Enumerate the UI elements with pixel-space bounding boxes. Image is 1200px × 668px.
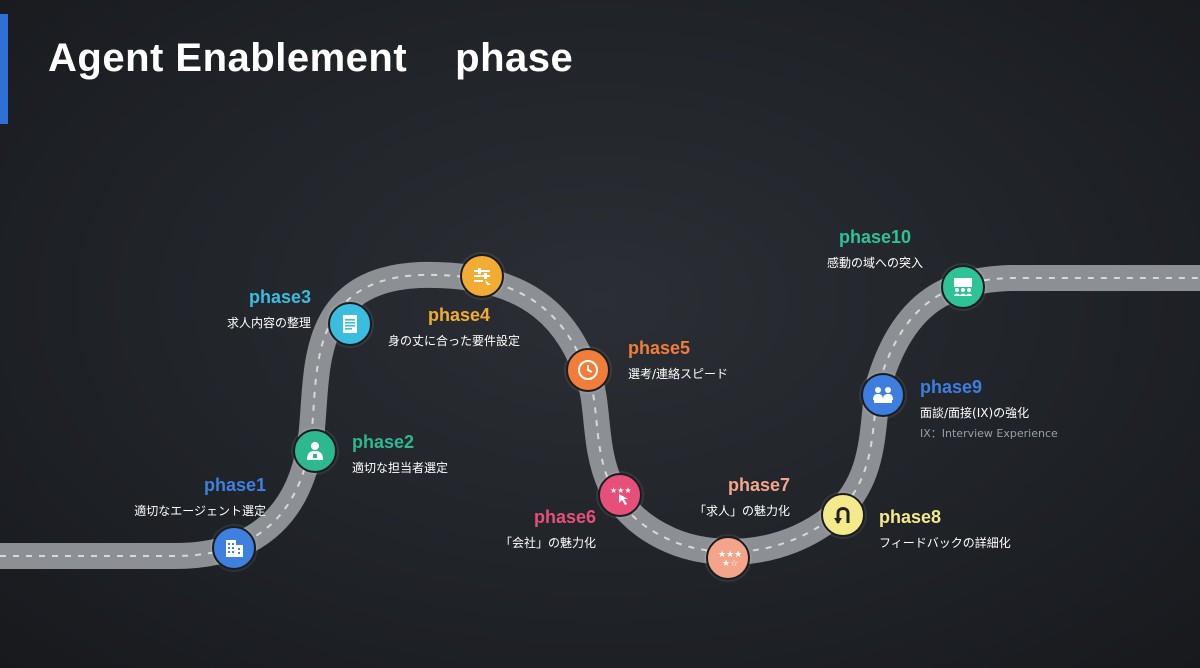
phase1-node bbox=[212, 526, 256, 570]
phase8-title: phase8 bbox=[879, 507, 942, 527]
tap-stars-icon: ★★★ bbox=[610, 486, 632, 505]
phase1-desc: 適切なエージェント選定 bbox=[134, 504, 266, 518]
page-title: Agent Enablement phase bbox=[48, 36, 573, 81]
phase6-title: phase6 bbox=[533, 507, 596, 527]
svg-text:★★★: ★★★ bbox=[610, 486, 632, 495]
building-icon bbox=[226, 540, 243, 557]
phase1-label: phase1 適切なエージェント選定 bbox=[134, 474, 266, 520]
phase5-desc: 選考/連絡スピード bbox=[628, 367, 729, 381]
phase7-label: phase7 「求人」の魅力化 bbox=[694, 474, 790, 520]
phase8-desc: フィードバックの詳細化 bbox=[879, 536, 1011, 550]
accent-bar bbox=[0, 14, 8, 124]
phase3-title: phase3 bbox=[248, 287, 311, 307]
phase10-title: phase10 bbox=[838, 227, 912, 247]
phase10-desc: 感動の域への突入 bbox=[826, 256, 923, 270]
phase9-desc: 面談/面接(IX)の強化 bbox=[920, 406, 1030, 420]
phase8-node bbox=[821, 493, 865, 537]
phase4-desc: 身の丈に合った要件設定 bbox=[388, 334, 521, 348]
phase10-label: phase10 感動の域への突入 bbox=[810, 226, 940, 272]
phase5-node bbox=[566, 348, 610, 392]
meeting-icon bbox=[873, 387, 893, 403]
team-icon bbox=[954, 278, 972, 296]
u-turn-icon bbox=[834, 507, 850, 524]
sliders-icon bbox=[474, 268, 491, 285]
phase9-label: phase9 面談/面接(IX)の強化 IX：Interview Experie… bbox=[920, 376, 1058, 442]
phase9-title: phase9 bbox=[920, 377, 983, 397]
phase10-node bbox=[941, 265, 985, 309]
phase5-title: phase5 bbox=[628, 338, 691, 358]
phase4-label: phase4 身の丈に合った要件設定 bbox=[388, 304, 520, 350]
phase2-desc: 適切な担当者選定 bbox=[352, 461, 449, 475]
phase2-node bbox=[293, 429, 337, 473]
phase9-node bbox=[861, 373, 905, 417]
svg-text:★☆: ★☆ bbox=[722, 559, 738, 569]
svg-text:★★★: ★★★ bbox=[718, 550, 741, 560]
phase7-title: phase7 bbox=[727, 475, 790, 495]
stars-icon: ★★★★☆ bbox=[718, 550, 741, 569]
phase3-node bbox=[328, 302, 372, 346]
title-main: Agent Enablement bbox=[48, 36, 408, 80]
phase9-note: IX：Interview Experience bbox=[920, 427, 1058, 440]
phase2-title: phase2 bbox=[352, 432, 415, 452]
phase4-node bbox=[460, 254, 504, 298]
phase6-label: phase6 「会社」の魅力化 bbox=[500, 506, 596, 552]
phase3-desc: 求人内容の整理 bbox=[226, 316, 311, 330]
title-sub: phase bbox=[455, 36, 574, 80]
phase6-node: ★★★ bbox=[598, 473, 642, 517]
phase1-title: phase1 bbox=[203, 475, 266, 495]
document-icon bbox=[343, 315, 357, 333]
clock-icon bbox=[578, 360, 598, 380]
phase6-desc: 「会社」の魅力化 bbox=[499, 536, 596, 550]
phase7-desc: 「求人」の魅力化 bbox=[693, 504, 790, 518]
person-icon bbox=[307, 442, 323, 460]
phase4-title: phase4 bbox=[428, 305, 491, 325]
phase8-label: phase8 フィードバックの詳細化 bbox=[879, 506, 1011, 552]
phase2-label: phase2 適切な担当者選定 bbox=[352, 431, 448, 477]
phase5-label: phase5 選考/連絡スピード bbox=[628, 337, 728, 383]
phase7-node: ★★★★☆ bbox=[706, 536, 750, 580]
phase3-label: phase3 求人内容の整理 bbox=[227, 286, 311, 332]
